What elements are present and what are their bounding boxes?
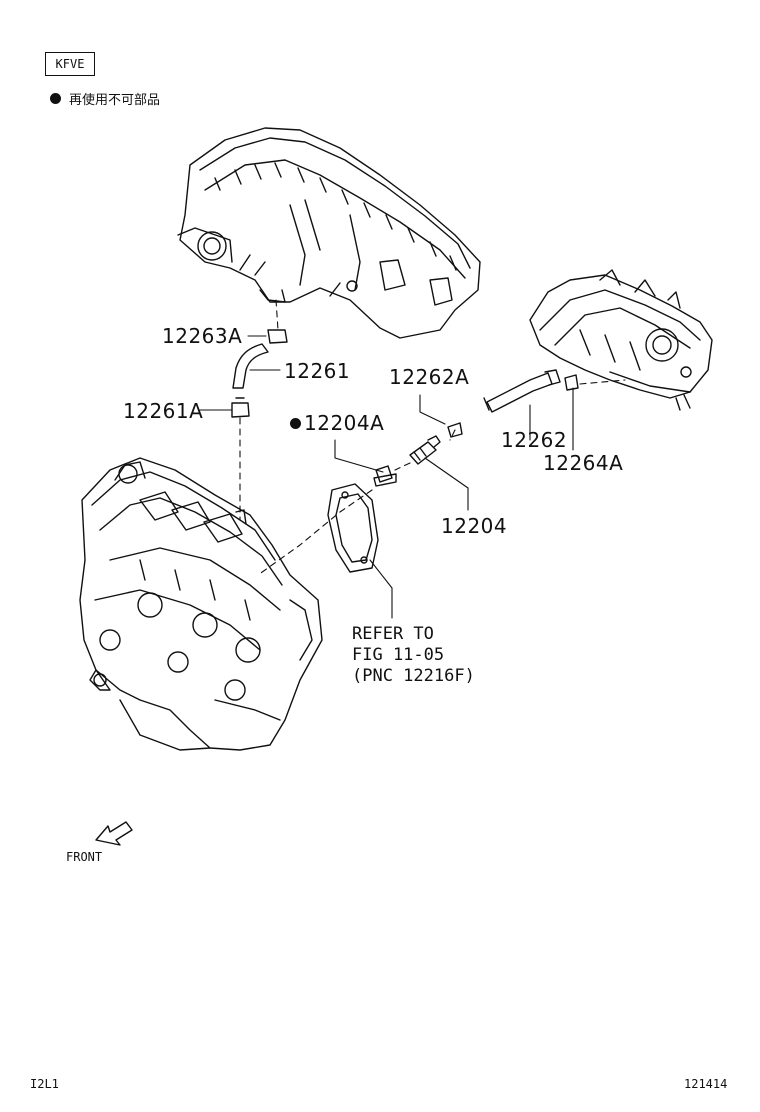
intake-manifold-drawing (529, 269, 713, 411)
gasket-plate-drawing (327, 483, 379, 573)
non-reusable-marker-icon (290, 417, 301, 429)
part-label-12204A: 12204A (304, 411, 385, 435)
part-label-12262[interactable]: 12262 (501, 428, 568, 452)
legend-text: 再使用不可部品 (69, 93, 161, 108)
part-label-12204[interactable]: 12204 (441, 514, 508, 538)
dashed-connection-lines (239, 299, 626, 576)
part-label-12262A[interactable]: 12262A (389, 365, 470, 389)
footer-right-code: 121414 (684, 1077, 728, 1091)
part-label-12264A[interactable]: 12264A (543, 451, 624, 475)
reference-line-2[interactable]: FIG 11-05 (352, 645, 445, 665)
leader-lines (199, 335, 574, 619)
pcv-valve-drawing (373, 435, 441, 487)
front-label: FRONT (66, 850, 103, 864)
engine-code-box: KFVE (45, 52, 95, 76)
engine-block-drawing (79, 457, 323, 751)
reference-line-1: REFER TO (352, 624, 434, 644)
legend: 再使用不可部品 (50, 89, 160, 108)
footer-left-code: I2L1 (30, 1077, 59, 1091)
non-reusable-dot-icon (50, 93, 61, 104)
part-label-12261A[interactable]: 12261A (123, 399, 204, 423)
reference-line-3: (PNC 12216F) (352, 666, 475, 686)
hose-12262-drawing (447, 369, 579, 438)
part-label-12261[interactable]: 12261 (284, 359, 351, 383)
part-label-12204A-group[interactable]: 12204A (290, 413, 384, 433)
hose-12261-drawing (231, 329, 288, 418)
front-arrow-icon (95, 821, 133, 846)
cylinder-head-cover-drawing (177, 127, 481, 339)
part-label-12263A[interactable]: 12263A (162, 324, 243, 348)
reference-note: REFER TO FIG 11-05 (PNC 12216F) (352, 624, 475, 687)
engine-code: KFVE (55, 57, 85, 71)
